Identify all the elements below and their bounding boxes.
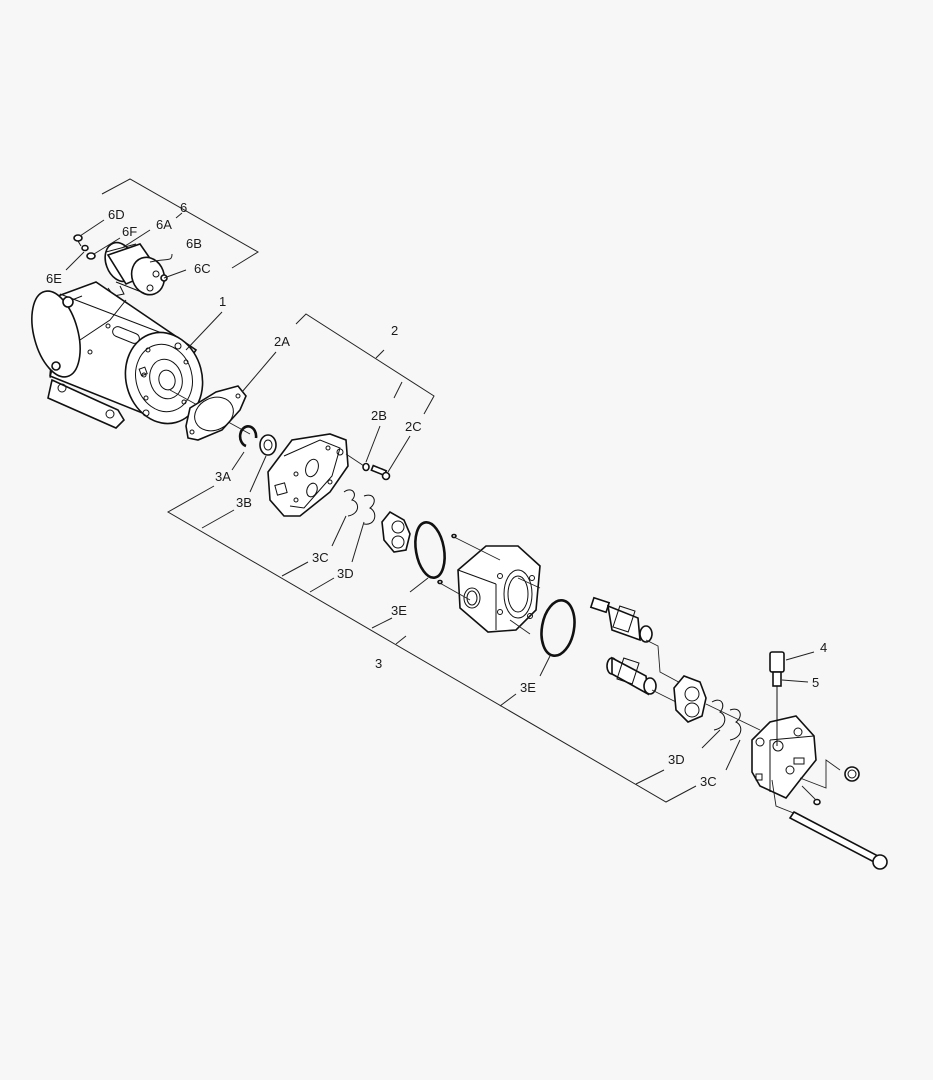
bolt-2c — [370, 464, 391, 481]
end-cover-part — [751, 715, 817, 799]
callout-3a: 3A — [215, 469, 231, 484]
bracket-6 — [101, 178, 259, 269]
callout-3c-left: 3C — [312, 550, 329, 565]
callout-2c: 2C — [405, 419, 422, 434]
relief-valve-4 — [769, 651, 785, 746]
callout-2: 2 — [391, 323, 398, 338]
callout-1: 1 — [219, 294, 226, 309]
o-ring-3e-right — [540, 598, 576, 658]
solenoid-part — [104, 241, 168, 297]
washer-6f — [86, 252, 96, 260]
seal-3d-right — [711, 699, 726, 731]
bushing-block-right — [673, 675, 707, 723]
seal-3c-right — [729, 708, 742, 741]
callout-6: 6 — [180, 200, 187, 215]
washer-2b — [362, 462, 370, 472]
mounting-flange-part — [267, 433, 349, 517]
callout-3d-left: 3D — [337, 566, 354, 581]
pump-body-part — [457, 545, 541, 633]
long-bolt — [771, 779, 888, 870]
plug — [844, 766, 860, 782]
small-screw — [813, 798, 821, 806]
washer-6e — [81, 244, 89, 252]
callout-5: 5 — [812, 675, 819, 690]
drive-gear-shaft — [589, 596, 653, 643]
callout-3c-right: 3C — [700, 774, 717, 789]
seal-3c-left — [343, 489, 358, 517]
callout-6b: 6B — [186, 236, 202, 251]
bracket-2 — [295, 313, 435, 415]
gasket-2a — [185, 385, 247, 441]
callout-2a: 2A — [274, 334, 290, 349]
callout-4: 4 — [820, 640, 827, 655]
callout-3d-right: 3D — [668, 752, 685, 767]
callout-3b: 3B — [236, 495, 252, 510]
callout-3e-left: 3E — [391, 603, 407, 618]
callout-6e: 6E — [46, 271, 62, 286]
callout-6f: 6F — [122, 224, 137, 239]
bushing-block-left — [381, 510, 411, 553]
screw-6d — [73, 234, 83, 247]
driven-gear-shaft — [606, 656, 657, 696]
seal-3b — [259, 434, 277, 456]
callout-3: 3 — [375, 656, 382, 671]
callout-6c: 6C — [194, 261, 211, 276]
callout-6d: 6D — [108, 207, 125, 222]
bracket-3 — [166, 485, 697, 803]
o-ring-3e-left — [414, 521, 446, 579]
callout-2b: 2B — [371, 408, 387, 423]
motor-part — [31, 281, 204, 429]
seal-3d-left — [363, 494, 376, 525]
callout-3e-right: 3E — [520, 680, 536, 695]
retaining-ring-3a — [238, 425, 258, 448]
callout-6a: 6A — [156, 217, 172, 232]
